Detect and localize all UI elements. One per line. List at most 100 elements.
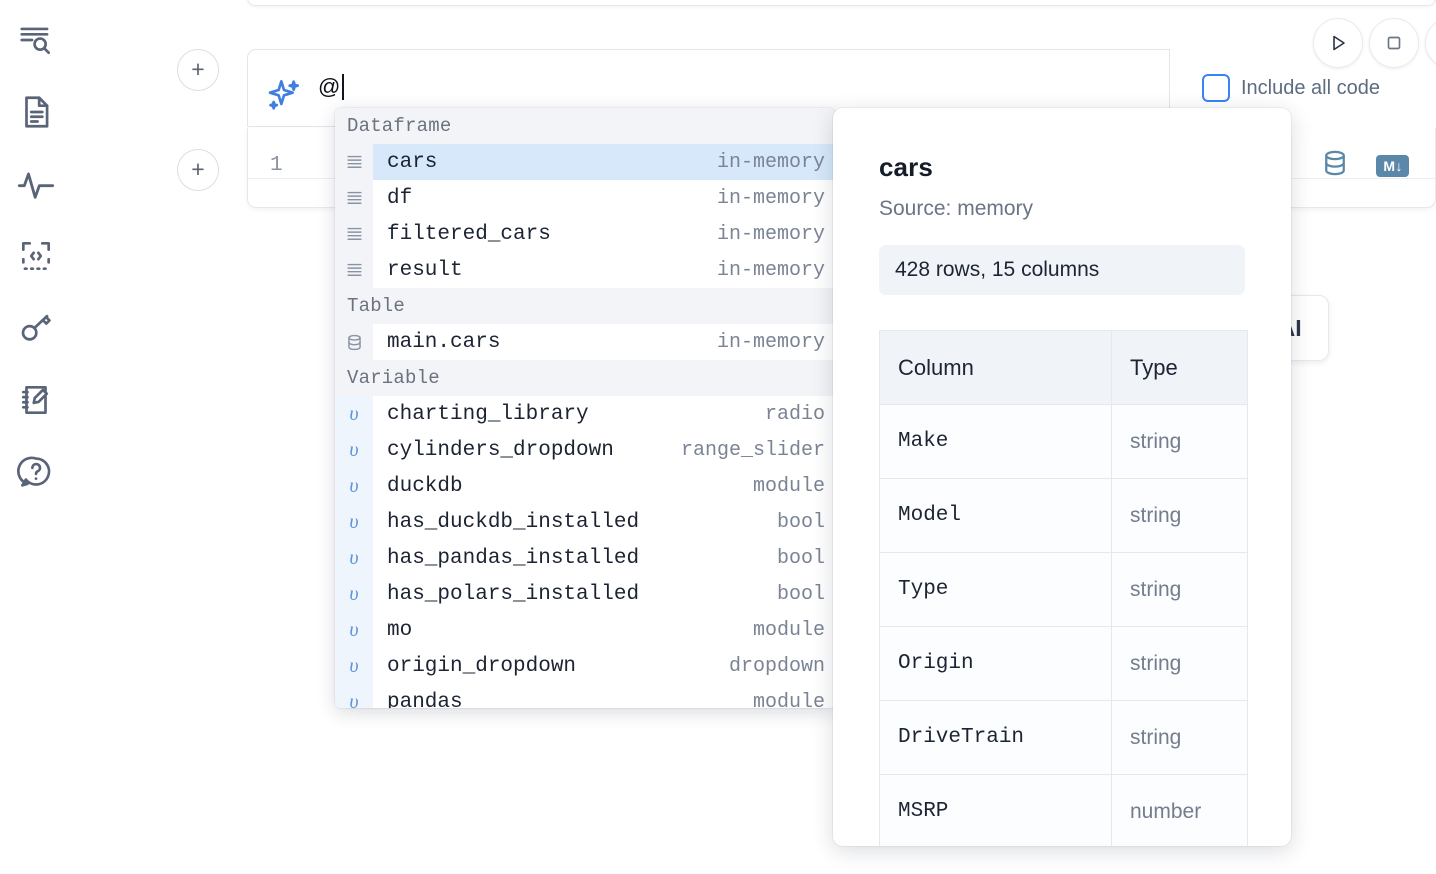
variable-upsilon-icon: υ	[335, 648, 373, 684]
column-header-name: Column	[879, 330, 1112, 405]
variable-upsilon-icon: υ	[335, 396, 373, 432]
database-icon[interactable]	[1320, 148, 1350, 183]
autocomplete-item-name: df	[387, 186, 413, 210]
prompt-input[interactable]: @	[318, 74, 344, 100]
prompt-value: @	[318, 74, 341, 99]
column-type-cell: string	[1111, 404, 1248, 479]
autocomplete-item-kind: in-memory	[716, 222, 825, 246]
line-number: 1	[270, 154, 283, 177]
autocomplete-item-body: has_polars_installed bool	[373, 576, 835, 612]
explore-search-icon[interactable]	[10, 14, 62, 66]
more-actions-button[interactable]	[1425, 18, 1436, 68]
table-header-row: Column Type	[879, 330, 1248, 405]
column-name-cell: DriveTrain	[879, 700, 1112, 775]
preview-title: cars	[879, 152, 933, 182]
autocomplete-item[interactable]: υ has_duckdb_installed bool	[335, 504, 835, 540]
autocomplete-item-kind: in-memory	[716, 186, 825, 210]
column-type-cell: string	[1111, 626, 1248, 701]
preview-shape-badge: 428 rows, 15 columns	[879, 245, 1245, 295]
autocomplete-item-name: pandas	[387, 690, 463, 709]
column-name-cell: Origin	[879, 626, 1112, 701]
autocomplete-item-kind: bool	[776, 582, 825, 606]
autocomplete-item-body: has_duckdb_installed bool	[373, 504, 835, 540]
dataframe-preview-panel: cars Source: memory 428 rows, 15 columns…	[833, 108, 1291, 846]
autocomplete-item-name: origin_dropdown	[387, 654, 577, 678]
autocomplete-item-name: has_duckdb_installed	[387, 510, 640, 534]
autocomplete-item-kind: module	[752, 690, 825, 709]
autocomplete-item-kind: in-memory	[716, 330, 825, 354]
dataframe-rows-icon	[335, 252, 373, 288]
database-icon	[335, 324, 373, 360]
scratchpad-edit-icon[interactable]	[10, 374, 62, 426]
autocomplete-item[interactable]: df in-memory	[335, 180, 835, 216]
variable-upsilon-icon: υ	[335, 468, 373, 504]
autocomplete-item-name: has_polars_installed	[387, 582, 640, 606]
column-name-cell: MSRP	[879, 774, 1112, 846]
autocomplete-item-kind: radio	[764, 402, 825, 426]
autocomplete-item[interactable]: υ charting_library radio	[335, 396, 835, 432]
document-icon[interactable]	[10, 86, 62, 138]
include-all-code-checkbox[interactable]	[1202, 74, 1230, 102]
run-button[interactable]	[1313, 18, 1363, 68]
help-chat-icon[interactable]	[10, 446, 62, 498]
column-header-type: Type	[1111, 330, 1248, 405]
key-icon[interactable]	[10, 302, 62, 354]
autocomplete-item-name: cars	[387, 150, 438, 174]
markdown-badge[interactable]: M↓	[1376, 154, 1409, 177]
autocomplete-item-kind: module	[752, 474, 825, 498]
add-cell-button-bottom[interactable]: +	[177, 149, 219, 191]
variable-upsilon-icon: υ	[335, 504, 373, 540]
variable-upsilon-icon: υ	[335, 612, 373, 648]
autocomplete-item-kind: bool	[776, 546, 825, 570]
add-cell-button-top[interactable]: +	[177, 49, 219, 91]
autocomplete-item-kind: bool	[776, 510, 825, 534]
activity-pulse-icon[interactable]	[10, 158, 62, 210]
sparkle-ai-icon[interactable]	[248, 74, 318, 116]
dataframe-rows-icon	[335, 216, 373, 252]
variable-upsilon-icon: υ	[335, 540, 373, 576]
include-all-code-row[interactable]: Include all code	[1202, 74, 1380, 102]
autocomplete-item-name: mo	[387, 618, 413, 642]
preview-source: Source: memory	[879, 197, 1034, 220]
column-name-cell: Model	[879, 478, 1112, 553]
autocomplete-item-name: result	[387, 258, 463, 282]
code-snippet-icon[interactable]	[10, 230, 62, 282]
autocomplete-item-name: charting_library	[387, 402, 589, 426]
variable-upsilon-icon: υ	[335, 432, 373, 468]
column-type-cell: string	[1111, 478, 1248, 553]
stop-button[interactable]	[1369, 18, 1419, 68]
autocomplete-group-header: Dataframe	[335, 108, 835, 144]
dataframe-rows-icon	[335, 180, 373, 216]
autocomplete-item-name: filtered_cars	[387, 222, 551, 246]
autocomplete-group-header: Table	[335, 288, 835, 324]
dataframe-rows-icon	[335, 144, 373, 180]
column-type-cell: number	[1111, 774, 1248, 846]
autocomplete-item[interactable]: filtered_cars in-memory	[335, 216, 835, 252]
